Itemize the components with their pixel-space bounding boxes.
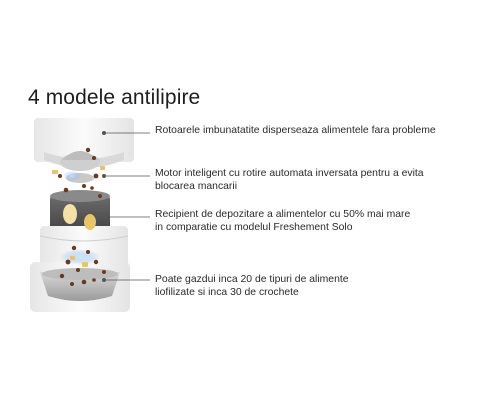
feature-text-line: Poate gazdui inca 20 de tipuri de alimen…: [155, 274, 349, 285]
feature-motor: Motor inteligent cu rotire automata inve…: [155, 168, 490, 193]
callout-lines: [102, 130, 150, 282]
feature-capacity: Poate gazdui inca 20 de tipuri de alimen…: [155, 274, 490, 299]
rotor-part: [60, 151, 100, 183]
kibble-pieces: [58, 147, 106, 286]
feature-text-line: Rotoarele imbunatatite disperseaza alime…: [155, 125, 436, 136]
freeze-dried-pieces: [52, 166, 105, 267]
feature-storage: Recipient de depozitare a alimentelor cu…: [155, 209, 490, 234]
storage-container-part: [39, 190, 129, 266]
feature-text-line: Motor inteligent cu rotire automata inve…: [155, 168, 424, 179]
feature-text-line: in comparatie cu modelul Freshement Solo: [155, 221, 353, 233]
feature-text-line: blocarea mancarii: [155, 180, 238, 192]
page-heading: 4 modele antilipire: [28, 86, 201, 109]
feature-text-line: liofilizate si inca 30 de crochete: [155, 286, 299, 298]
feature-rotors: Rotoarele imbunatatite disperseaza alime…: [155, 125, 490, 138]
feature-text-line: Recipient de depozitare a alimentelor cu…: [155, 209, 411, 220]
